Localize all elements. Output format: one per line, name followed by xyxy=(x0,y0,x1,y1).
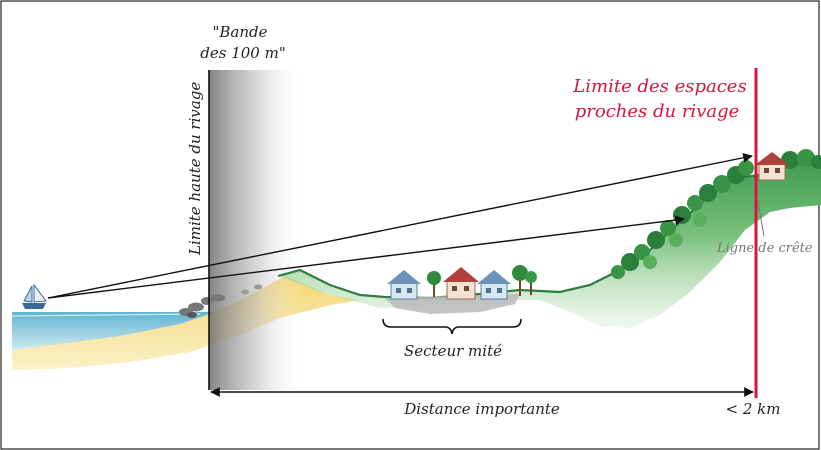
trees-mite xyxy=(427,265,537,297)
trees-slope xyxy=(611,149,821,279)
house-red-middle xyxy=(443,267,479,300)
house-blue-right xyxy=(477,270,511,300)
hill-landscape xyxy=(278,160,821,328)
sea xyxy=(12,312,215,350)
bande-100m-zone xyxy=(209,70,304,390)
limite-espaces-label-line1: Limite des espaces xyxy=(572,76,746,97)
house-blue-left xyxy=(387,270,421,300)
ligne-de-crete-label: Ligne de crête xyxy=(716,241,813,256)
sight-line-crest xyxy=(47,152,753,299)
house-crest xyxy=(755,152,789,181)
limite-haute-label: Limite haute du rivage xyxy=(186,82,204,256)
distance-label: Distance importante xyxy=(403,400,560,418)
limite-espaces-label-line2: proches du rivage xyxy=(575,101,740,122)
secteur-mite-brace xyxy=(382,318,522,335)
bande-label-line1: "Bande xyxy=(212,23,267,41)
moins-2km-label: < 2 km xyxy=(726,400,781,418)
shore-rocks xyxy=(179,284,262,318)
sight-line-slope xyxy=(47,215,685,299)
sailboat-icon xyxy=(22,283,47,309)
bande-label-line2: des 100 m" xyxy=(200,44,285,62)
crest-pointer xyxy=(756,195,765,237)
secteur-mite-label: Secteur mité xyxy=(404,342,502,360)
